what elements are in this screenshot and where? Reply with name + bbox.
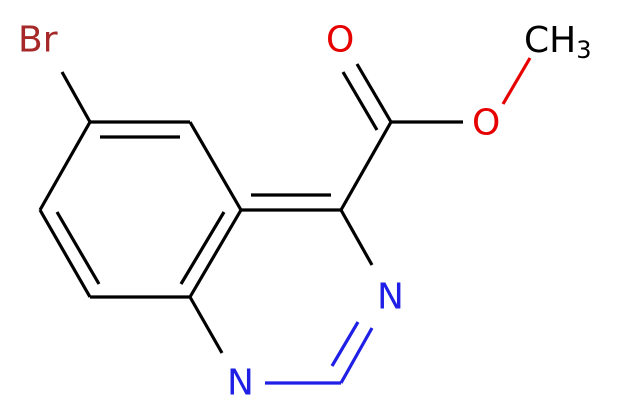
atom-methyl: CH3 — [524, 20, 592, 65]
bond-oester-ch3 — [501, 57, 532, 105]
bond-c4-ccarbonyl — [339, 121, 393, 211]
atom-n3: N — [377, 277, 404, 318]
bond-carbonyl-o-2 — [341, 71, 379, 131]
bond-c8a-n1 — [188, 296, 224, 354]
atom-methyl-main: CH — [524, 20, 576, 61]
bond-c2-n3-inner — [330, 321, 360, 367]
bond-c6-br — [60, 71, 92, 123]
bond-c4-n3 — [339, 209, 374, 266]
atom-o-ester: O — [472, 103, 500, 144]
ester-group — [339, 57, 532, 211]
bond-c6-c7 — [38, 121, 92, 211]
bond-c8a-c4a-inner — [179, 211, 226, 285]
bond-c7-c8 — [38, 209, 92, 298]
atom-o-carbonyl: O — [326, 20, 354, 61]
benzene-ring — [38, 120, 243, 299]
bond-c2-n3 — [339, 327, 374, 384]
bond-c5-c4a — [188, 121, 243, 211]
atom-n1: N — [227, 363, 254, 404]
pyrimidine-ring — [188, 193, 374, 385]
bond-carbonyl-o — [355, 63, 393, 123]
atom-br: Br — [18, 20, 58, 61]
atom-methyl-sub: 3 — [576, 36, 591, 64]
bond-c8a-c4a — [188, 209, 243, 298]
bond-c7-c8-inner — [55, 211, 101, 285]
